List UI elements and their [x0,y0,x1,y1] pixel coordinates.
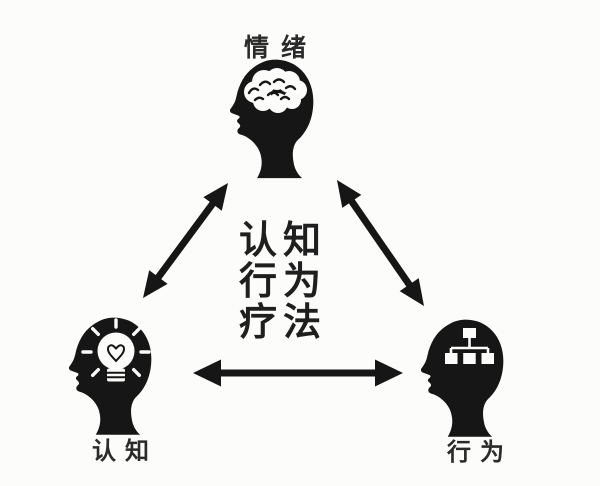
arrow-emotion-behavior [337,180,424,306]
center-title-line-2: 行为 [239,258,327,303]
cognition-label: 认知 [92,437,158,465]
arrowhead-down-icon [143,270,168,298]
node-emotion: 情绪 [229,33,318,179]
arrowhead-down-icon [399,278,424,306]
arrowhead-right-icon [375,359,403,387]
lightbulb-icon [81,318,151,382]
emotion-label: 情绪 [244,33,318,62]
node-behavior: 行为 [420,319,513,466]
center-title-line-3: 疗法 [239,299,327,344]
arrowhead-up-icon [337,180,362,208]
org-chart-icon [445,328,494,364]
arrowhead-left-icon [193,359,221,387]
node-cognition: 认知 [68,317,158,465]
brain-icon [244,68,307,113]
center-title: 认知 行为 疗法 [239,217,327,344]
arrow-emotion-cognition [143,183,228,298]
arrowhead-up-icon [203,183,228,211]
behavior-label: 行为 [446,438,513,466]
arrow-cognition-behavior [193,359,403,387]
center-title-line-1: 认知 [239,217,327,262]
